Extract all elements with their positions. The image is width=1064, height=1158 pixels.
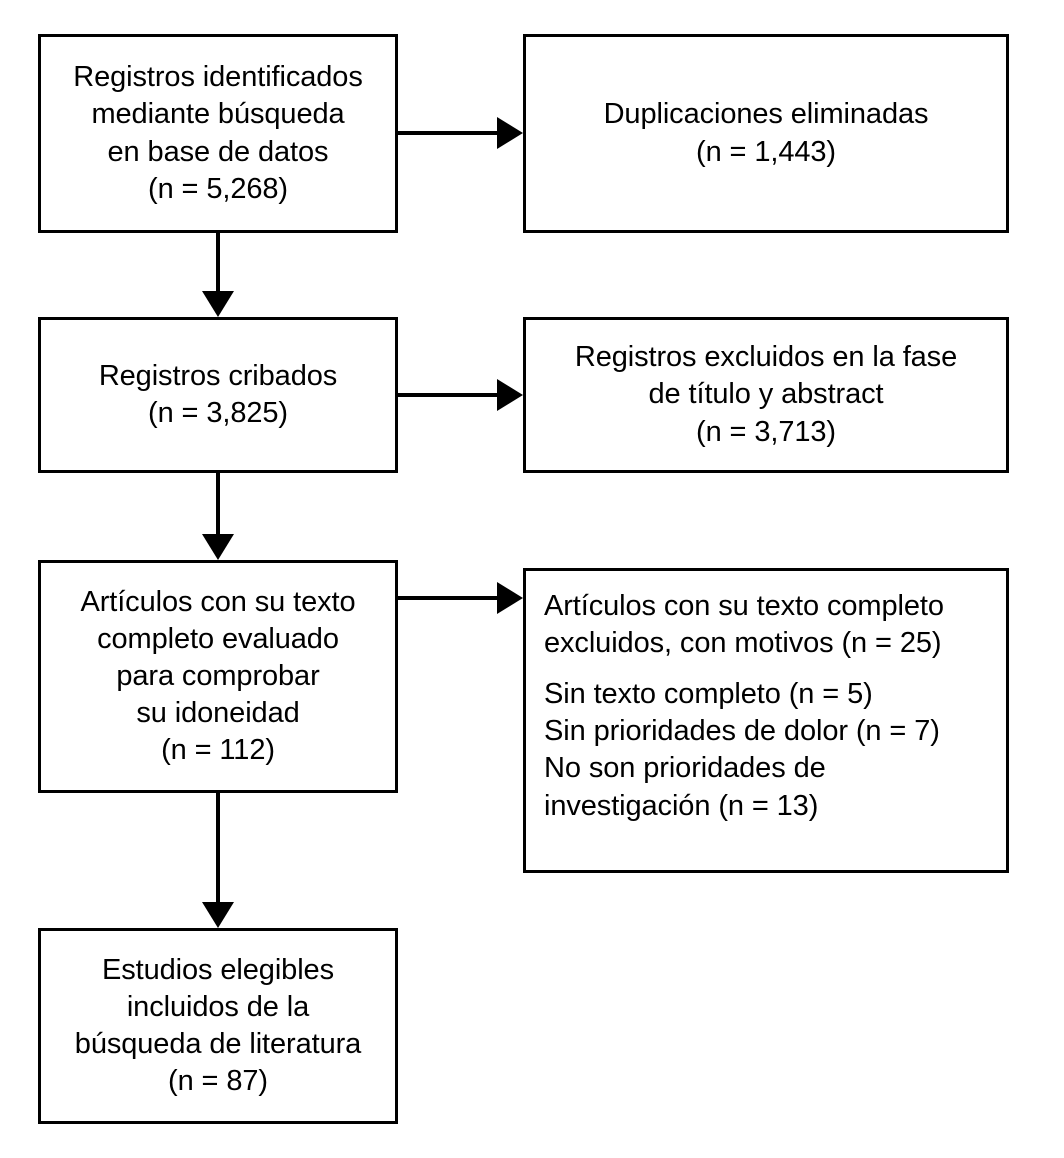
arrow-head-down-icon [202,291,234,317]
connector-line [398,596,502,600]
arrow-head-down-icon [202,534,234,560]
connector-line [398,393,502,397]
connector-line [216,233,220,295]
node-records-excluded-title-abstract: Registros excluidos en la fase de título… [523,317,1009,473]
node-fulltext-excluded-reason-3: No son prioridades de investigación (n =… [544,752,826,822]
node-duplicates-removed-text: Duplicaciones eliminadas (n = 1,443) [603,98,929,168]
connector-line [398,131,502,135]
node-fulltext-excluded: Artículos con su texto completo excluido… [523,568,1009,873]
node-records-identified: Registros identificados mediante búsqued… [38,34,398,233]
arrow-head-down-icon [202,902,234,928]
node-duplicates-removed: Duplicaciones eliminadas (n = 1,443) [523,34,1009,233]
node-fulltext-excluded-heading: Artículos con su texto completo excluido… [544,590,944,660]
node-records-screened-text: Registros cribados (n = 3,825) [98,359,338,429]
node-fulltext-excluded-reason-2: Sin prioridades de dolor (n = 7) [544,715,940,748]
node-fulltext-assessed-text: Artículos con su texto completo evaluado… [80,585,356,767]
node-studies-included-text: Estudios elegibles incluidos de la búsqu… [74,953,362,1098]
node-records-identified-text: Registros identificados mediante búsqued… [73,61,363,205]
node-records-screened: Registros cribados (n = 3,825) [38,317,398,473]
node-fulltext-assessed: Artículos con su texto completo evaluado… [38,560,398,793]
connector-line [216,793,220,905]
node-records-excluded-title-abstract-text: Registros excluidos en la fase de título… [574,341,958,448]
arrow-head-right-icon [497,117,523,149]
connector-line [216,473,220,537]
arrow-head-right-icon [497,582,523,614]
node-studies-included: Estudios elegibles incluidos de la búsqu… [38,928,398,1124]
node-fulltext-excluded-reason-1: Sin texto completo (n = 5) [544,678,873,711]
arrow-head-right-icon [497,379,523,411]
